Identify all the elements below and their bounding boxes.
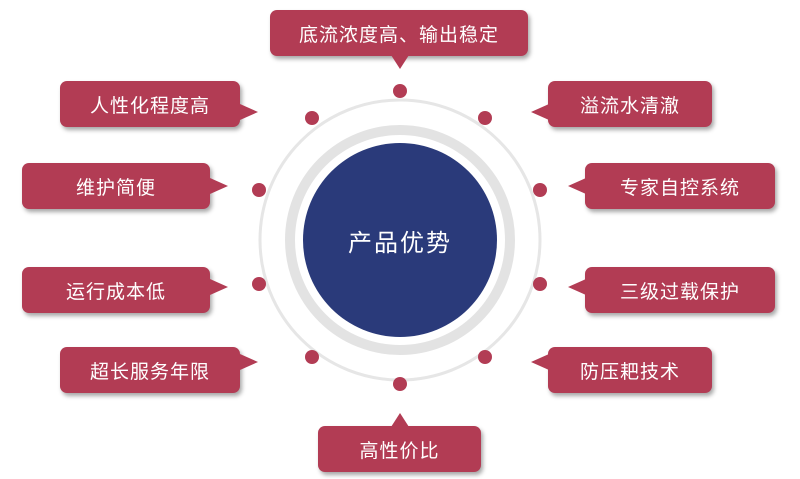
callout-upper-left-label: 人性化程度高	[89, 94, 210, 117]
callout-upper-left: 人性化程度高	[60, 81, 240, 127]
dot-left-2	[252, 277, 266, 291]
callout-lower-left: 超长服务年限	[60, 347, 240, 393]
callout-top-label: 底流浓度高、输出稳定	[298, 23, 499, 46]
dot-bottom	[393, 377, 407, 391]
callout-right-2-tail	[568, 279, 586, 295]
inner-ring	[285, 125, 515, 355]
callout-upper-right-label: 溢流水清澈	[579, 94, 680, 117]
callout-top-tail	[391, 55, 409, 69]
callout-left-1-tail	[210, 178, 228, 194]
callout-right-1-tail	[568, 178, 586, 194]
callout-right-2-label: 三级过载保护	[619, 280, 740, 303]
callout-upper-right: 溢流水清澈	[548, 81, 712, 127]
dot-upper-left	[305, 111, 319, 125]
callout-lower-left-tail	[240, 354, 258, 370]
dot-top	[393, 84, 407, 98]
callout-right-1-label: 专家自控系统	[619, 176, 740, 199]
callout-right-2: 三级过载保护	[585, 267, 775, 313]
callout-top: 底流浓度高、输出稳定	[270, 10, 528, 56]
callout-left-1: 维护简便	[22, 163, 210, 209]
dot-right-1	[533, 183, 547, 197]
center-circle	[303, 143, 497, 337]
callout-left-2-label: 运行成本低	[65, 280, 166, 303]
dot-lower-left	[305, 350, 319, 364]
callout-left-1-label: 维护简便	[75, 176, 156, 199]
center-title: 产品优势	[348, 228, 452, 257]
dot-upper-right	[478, 111, 492, 125]
callout-lower-left-label: 超长服务年限	[89, 360, 210, 383]
dot-left-1	[252, 183, 266, 197]
callout-bottom-tail	[391, 413, 409, 427]
callout-upper-right-tail	[531, 104, 549, 120]
callout-upper-left-tail	[240, 104, 258, 120]
dot-lower-right	[478, 350, 492, 364]
callout-right-1: 专家自控系统	[585, 163, 775, 209]
callout-bottom: 高性价比	[318, 426, 481, 472]
dot-right-2	[533, 277, 547, 291]
callout-lower-right: 防压耙技术	[548, 347, 712, 393]
callout-left-2: 运行成本低	[22, 267, 210, 313]
callout-bottom-label: 高性价比	[359, 439, 440, 462]
callout-left-2-tail	[210, 279, 228, 295]
callout-lower-right-label: 防压耙技术	[579, 360, 680, 383]
callout-lower-right-tail	[531, 354, 549, 370]
